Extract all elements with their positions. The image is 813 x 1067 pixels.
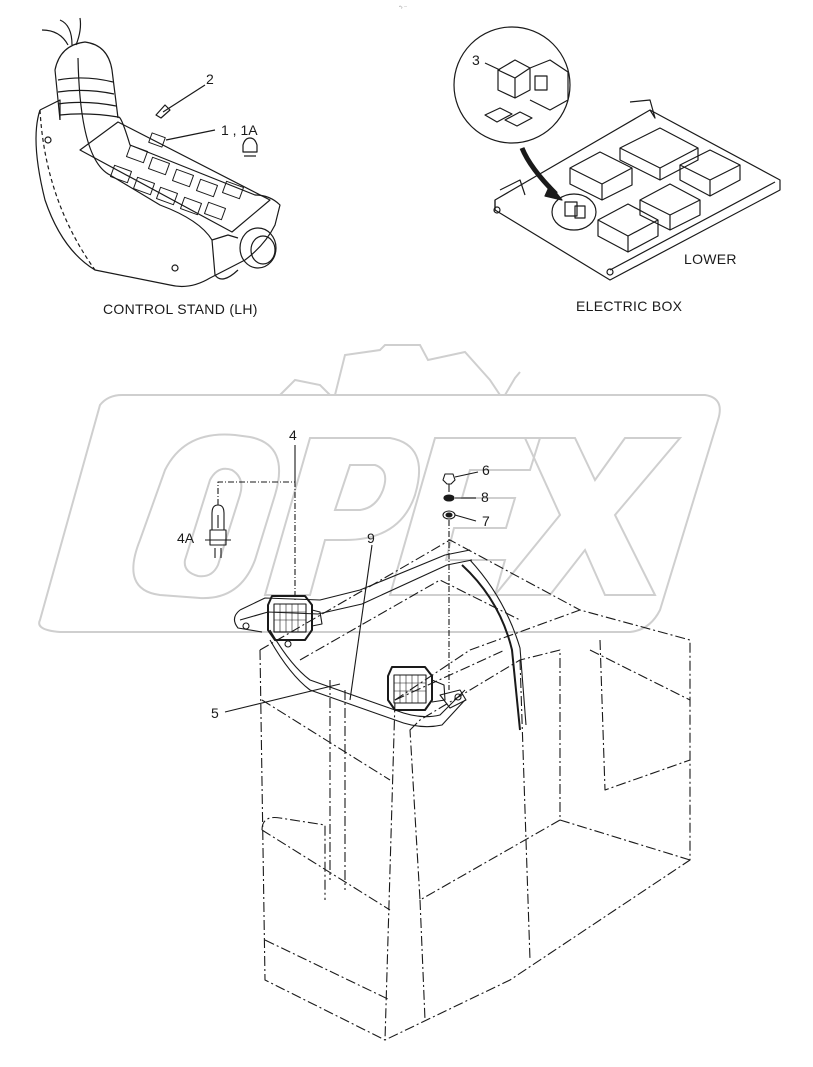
callout-1-1a: 1 , 1A: [221, 122, 258, 138]
callout-3: 3: [472, 52, 480, 68]
header-mark: ⁴₀ ···: [399, 4, 408, 9]
caption-electric-box: ELECTRIC BOX: [576, 298, 683, 314]
callout-7: 7: [482, 513, 490, 529]
caption-control-stand: CONTROL STAND (LH): [103, 301, 258, 317]
caption-lower: LOWER: [684, 251, 737, 267]
callout-5: 5: [211, 705, 219, 721]
callout-2: 2: [206, 71, 214, 87]
control-stand-drawing: [35, 17, 281, 288]
cab-drawing: [205, 445, 691, 1041]
callout-8: 8: [481, 489, 489, 505]
electric-box-drawing: [453, 26, 781, 281]
callout-6: 6: [482, 462, 490, 478]
callout-9: 9: [367, 530, 375, 546]
callout-4a: 4A: [177, 530, 195, 546]
watermark-logo: [38, 344, 721, 633]
callout-4: 4: [289, 427, 297, 443]
